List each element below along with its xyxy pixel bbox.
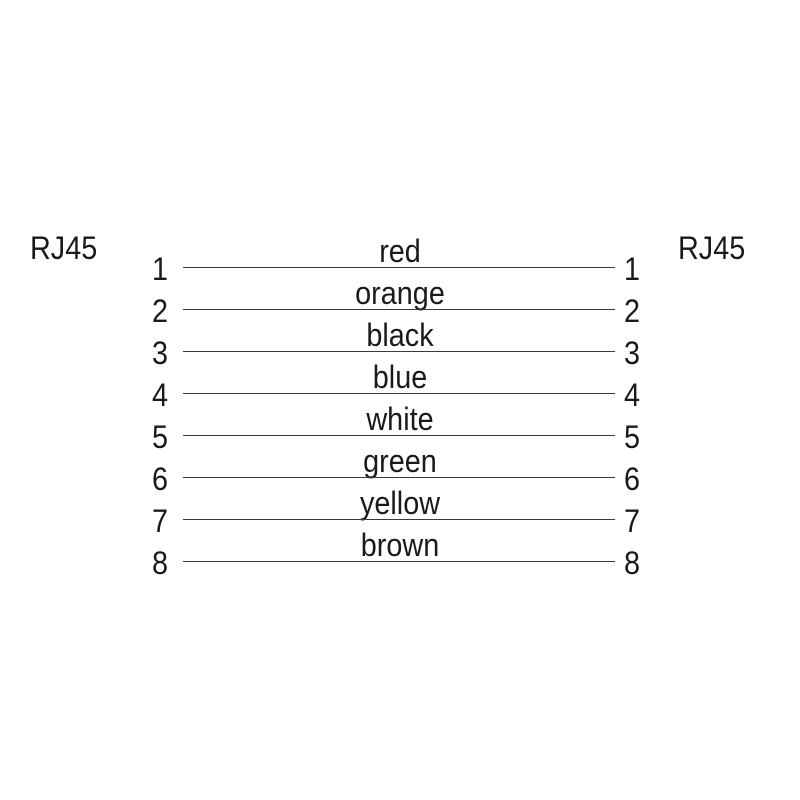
wire-line-6 [183, 477, 615, 478]
wire-color-label-2: orange [355, 275, 445, 311]
left-pin-3: 3 [151, 335, 169, 371]
wire-line-7 [183, 519, 615, 520]
left-connector-label: RJ45 [30, 230, 98, 266]
wire-line-8 [183, 561, 615, 562]
right-pin-6: 6 [623, 461, 641, 497]
wire-color-label-8: brown [360, 527, 440, 563]
right-pin-2: 2 [623, 293, 641, 329]
wire-line-2 [183, 309, 615, 310]
left-pin-4: 4 [151, 377, 169, 413]
wire-line-4 [183, 393, 615, 394]
wire-line-3 [183, 351, 615, 352]
right-connector-label: RJ45 [678, 230, 746, 266]
right-pin-7: 7 [623, 503, 641, 539]
right-pin-3: 3 [623, 335, 641, 371]
left-pin-7: 7 [151, 503, 169, 539]
wire-color-label-1: red [379, 233, 421, 269]
wire-line-5 [183, 435, 615, 436]
left-pin-5: 5 [151, 419, 169, 455]
left-pin-8: 8 [151, 545, 169, 581]
right-pin-5: 5 [623, 419, 641, 455]
wire-line-1 [183, 267, 615, 268]
wire-color-label-6: green [363, 443, 437, 479]
wire-color-label-4: blue [372, 359, 428, 395]
left-pin-1: 1 [151, 251, 169, 287]
right-pin-8: 8 [623, 545, 641, 581]
right-pin-1: 1 [623, 251, 641, 287]
wire-color-label-5: white [366, 401, 434, 437]
right-pin-4: 4 [623, 377, 641, 413]
left-pin-2: 2 [151, 293, 169, 329]
left-pin-6: 6 [151, 461, 169, 497]
wire-color-label-7: yellow [359, 485, 441, 521]
wire-color-label-3: black [366, 317, 434, 353]
